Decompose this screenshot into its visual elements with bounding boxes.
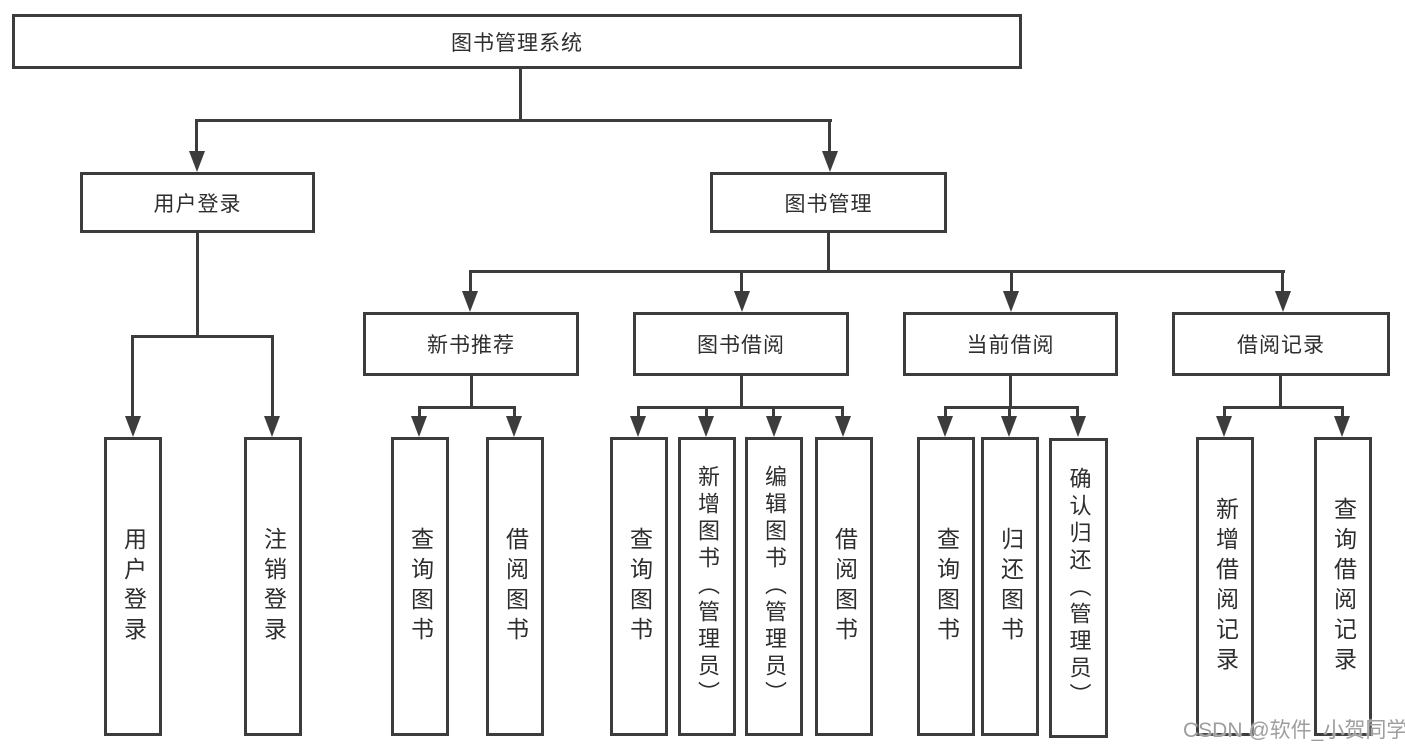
connector-stub-leaf-login: [131, 335, 134, 417]
connector-stub: [513, 406, 516, 417]
arrow-leaf-query-book-3: [937, 416, 953, 437]
node-current-borrow-label: 当前借阅: [966, 334, 1055, 357]
connector-currentborrow-bus: [944, 406, 1079, 409]
leaf-query-book-2: 查询图书: [610, 437, 668, 736]
connector-bookborrow-down: [740, 376, 743, 409]
connector-stub: [841, 406, 844, 417]
connector-bookmgmt-down: [827, 233, 830, 273]
connector-stub: [1076, 406, 1079, 417]
node-borrow-record: 借阅记录: [1172, 312, 1390, 376]
leaf-query-book-1-label: 查询图书: [407, 526, 434, 647]
leaf-add-book-admin: 新增图书（管理员）: [678, 437, 736, 736]
leaf-borrow-book-2-label: 借阅图书: [831, 526, 858, 647]
node-new-book-recommend-label: 新书推荐: [427, 334, 515, 357]
node-user-login-label: 用户登录: [153, 192, 242, 216]
arrow-leaf-query-book-1: [411, 416, 427, 437]
leaf-edit-book-admin: 编辑图书（管理员）: [745, 437, 803, 736]
leaf-add-book-admin-label: 新增图书（管理员）: [695, 465, 720, 708]
connector-stub: [418, 406, 421, 417]
leaf-query-book-1: 查询图书: [391, 437, 449, 736]
watermark-text: CSDN @软件_小贺同学: [1183, 719, 1405, 742]
leaf-logout-label: 注销登录: [260, 526, 287, 647]
connector-newbook-down: [470, 376, 473, 409]
leaf-query-borrow-record: 查询借阅记录: [1314, 437, 1372, 736]
arrow-leaf-query-book-2: [630, 416, 646, 437]
connector-bookmgmt-bus: [469, 270, 1285, 273]
arrow-leaf-confirm-return: [1070, 416, 1086, 437]
connector-borrowrecord-bus: [1223, 406, 1343, 409]
connector-newbook-bus: [418, 406, 516, 409]
arrow-leaf-logout: [264, 416, 280, 437]
connector-stub-current-borrow: [1010, 270, 1013, 293]
arrow-leaf-query-record: [1334, 416, 1350, 437]
arrow-leaf-add-record: [1216, 416, 1232, 437]
leaf-borrow-book-1: 借阅图书: [486, 437, 544, 736]
connector-stub-book-borrow: [740, 270, 743, 293]
node-book-management-label: 图书管理: [784, 192, 873, 216]
node-book-borrow-label: 图书借阅: [697, 334, 785, 357]
leaf-query-book-2-label: 查询图书: [626, 526, 653, 647]
node-root-label: 图书管理系统: [451, 31, 583, 55]
connector-stub-book-mgmt: [828, 119, 831, 153]
node-borrow-record-label: 借阅记录: [1237, 334, 1325, 357]
node-book-borrow: 图书借阅: [633, 312, 849, 376]
arrow-leaf-login: [125, 416, 141, 437]
leaf-return-book: 归还图书: [981, 437, 1039, 736]
leaf-add-borrow-record-label: 新增借阅记录: [1212, 496, 1239, 677]
node-user-login: 用户登录: [80, 172, 315, 233]
leaf-add-borrow-record: 新增借阅记录: [1196, 437, 1254, 736]
connector-bookborrow-bus: [637, 406, 844, 409]
leaf-confirm-return-admin-label: 确认归还（管理员）: [1066, 466, 1092, 710]
node-book-management: 图书管理: [710, 172, 947, 233]
arrow-leaf-borrow-book-1: [506, 416, 522, 437]
arrow-leaf-add-book: [698, 416, 714, 437]
leaf-user-login: 用户登录: [104, 437, 162, 736]
connector-currentborrow-down: [1009, 376, 1012, 409]
connector-userlogin-bus: [132, 335, 274, 338]
connector-stub: [1223, 406, 1226, 417]
leaf-user-login-label: 用户登录: [120, 526, 147, 647]
connector-stub-leaf-logout: [271, 335, 274, 417]
leaf-edit-book-admin-label: 编辑图书（管理员）: [762, 465, 787, 708]
arrow-leaf-borrow-book-2: [835, 416, 851, 437]
connector-root-bus: [196, 119, 832, 122]
leaf-return-book-label: 归还图书: [997, 526, 1024, 647]
connector-stub: [1008, 406, 1011, 417]
arrow-book-borrow: [734, 291, 750, 312]
leaf-confirm-return-admin: 确认归还（管理员）: [1049, 438, 1108, 738]
connector-stub: [944, 406, 947, 417]
connector-stub-user-login: [195, 119, 198, 153]
connector-stub: [772, 406, 775, 417]
leaf-borrow-book-1-label: 借阅图书: [502, 526, 529, 647]
connector-stub-new-book: [469, 270, 472, 293]
connector-borrowrecord-down: [1279, 376, 1282, 409]
arrow-leaf-edit-book: [766, 416, 782, 437]
leaf-query-borrow-record-label: 查询借阅记录: [1330, 496, 1357, 677]
arrow-current-borrow: [1003, 291, 1019, 312]
arrow-borrow-record: [1275, 291, 1291, 312]
node-current-borrow: 当前借阅: [903, 312, 1118, 376]
arrow-book-mgmt: [822, 151, 838, 172]
arrow-user-login: [189, 151, 205, 172]
node-root: 图书管理系统: [12, 14, 1022, 69]
connector-userlogin-down: [196, 233, 199, 338]
connector-stub: [637, 406, 640, 417]
connector-stub-borrow-record: [1281, 270, 1284, 293]
connector-stub: [1341, 406, 1344, 417]
leaf-query-book-3-label: 查询图书: [933, 526, 960, 647]
connector-stub: [705, 406, 708, 417]
arrow-new-book: [462, 291, 478, 312]
leaf-query-book-3: 查询图书: [917, 437, 975, 736]
leaf-borrow-book-2: 借阅图书: [815, 437, 873, 736]
node-new-book-recommend: 新书推荐: [363, 312, 579, 376]
arrow-leaf-return-book: [1001, 416, 1017, 437]
leaf-logout: 注销登录: [244, 437, 302, 736]
connector-root-down: [519, 69, 522, 122]
